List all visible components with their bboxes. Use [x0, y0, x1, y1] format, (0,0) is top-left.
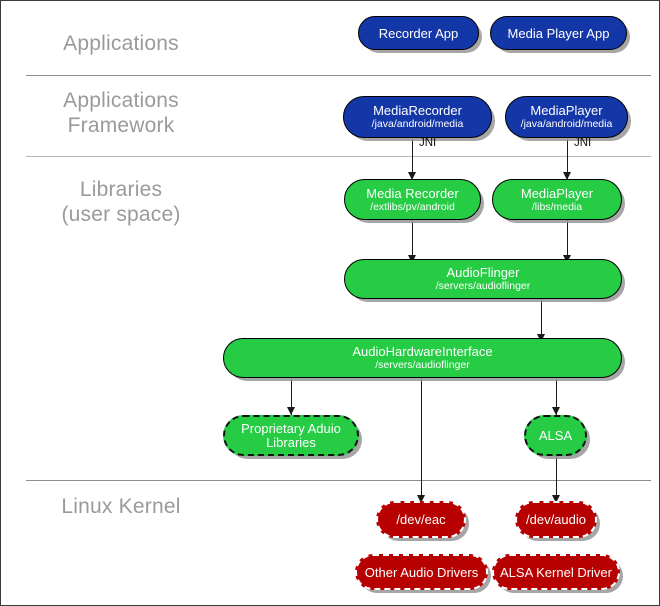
connector-media-recorder-lib-to-audioflinger [412, 220, 413, 263]
node-other-audio-drivers[interactable]: Other Audio Drivers [355, 554, 488, 590]
node-alsa-title: ALSA [538, 428, 573, 443]
node-media-recorder-lib[interactable]: Media Recorder /extlibs/pv/android [344, 179, 481, 220]
separator-applications [26, 75, 651, 76]
node-mediaplayer-lib-title: MediaPlayer [520, 185, 594, 201]
node-audiohardwareinterface-title: AudioHardwareInterface [352, 344, 493, 359]
separator-linux-kernel [26, 480, 651, 481]
connector-mediaplayer-to-mediaplayer-lib [567, 137, 568, 180]
node-mediaplayer-lib[interactable]: MediaPlayer /libs/media [492, 179, 622, 220]
node-audioflinger-title: AudioFlinger [446, 265, 520, 280]
node-audiohardwareinterface-subtitle: /servers/audioflinger [375, 359, 470, 371]
node-audioflinger-subtitle: /servers/audioflinger [435, 280, 531, 292]
edge-label-jni-recorder: JNI [419, 137, 437, 149]
connector-audiohardwareinterface-to-proprietary-libraries [291, 377, 292, 415]
connector-audiohardwareinterface-to-alsa [556, 377, 557, 415]
node-proprietary-audio-libraries-subtitle: Libraries [266, 434, 316, 450]
connector-audioflinger-to-audiohardwareinterface [541, 299, 542, 341]
node-media-player-app[interactable]: Media Player App [490, 16, 627, 50]
connector-mediarecorder-to-media-recorder-lib [412, 137, 413, 180]
node-mediaplayer-framework-subtitle: /java/android/media [520, 118, 613, 130]
node-recorder-app-title: Recorder App [378, 25, 459, 41]
node-proprietary-audio-libraries-title: Proprietary Aduio [241, 420, 341, 436]
node-dev-audio-title: /dev/audio [526, 512, 586, 527]
section-label-applications-framework: Applications Framework [63, 89, 179, 137]
node-alsa-kernel-driver-title: ALSA Kernel Driver [500, 564, 612, 580]
connector-mediaplayer-lib-to-audioflinger [567, 220, 568, 263]
section-label-linux-kernel: Linux Kernel [61, 495, 181, 518]
arrowhead-mediaplayer-lib [563, 172, 571, 180]
connector-alsa-to-dev-audio [556, 456, 557, 500]
node-audioflinger[interactable]: AudioFlinger /servers/audioflinger [344, 259, 622, 299]
connector-audiohardwareinterface-to-dev-eac [421, 377, 422, 500]
node-alsa-kernel-driver[interactable]: ALSA Kernel Driver [492, 554, 620, 590]
node-mediaplayer-framework-title: MediaPlayer [530, 103, 603, 118]
section-label-libraries: Libraries (user space) [61, 178, 181, 226]
node-mediarecorder-subtitle: /java/android/media [371, 118, 464, 130]
arrowhead-dev-eac [417, 495, 425, 503]
node-dev-eac-title: /dev/eac [396, 512, 446, 527]
node-recorder-app[interactable]: Recorder App [358, 16, 479, 50]
arrowhead-alsa [552, 407, 560, 415]
arrowhead-proprietary-libraries [287, 407, 295, 415]
node-mediaplayer-framework[interactable]: MediaPlayer /java/android/media [505, 96, 628, 138]
node-mediarecorder-title: MediaRecorder [373, 103, 462, 118]
section-label-applications: Applications [63, 32, 179, 55]
node-audiohardwareinterface[interactable]: AudioHardwareInterface /servers/audiofli… [223, 338, 622, 378]
edge-label-jni-player: JNI [574, 137, 592, 149]
node-other-audio-drivers-title: Other Audio Drivers [364, 564, 479, 580]
node-dev-eac[interactable]: /dev/eac [376, 501, 466, 538]
node-media-player-app-title: Media Player App [507, 25, 610, 41]
separator-applications-framework [26, 156, 651, 157]
arrowhead-dev-audio [552, 495, 560, 503]
node-proprietary-audio-libraries[interactable]: Proprietary Aduio Libraries [223, 415, 359, 456]
node-media-recorder-lib-subtitle: /extlibs/pv/android [370, 200, 455, 213]
node-mediaplayer-lib-subtitle: /libs/media [531, 200, 583, 213]
node-alsa[interactable]: ALSA [524, 415, 587, 456]
node-dev-audio[interactable]: /dev/audio [515, 501, 597, 538]
arrowhead-media-recorder-lib [408, 172, 416, 180]
node-media-recorder-lib-title: Media Recorder [366, 185, 459, 201]
node-mediarecorder[interactable]: MediaRecorder /java/android/media [343, 96, 492, 138]
